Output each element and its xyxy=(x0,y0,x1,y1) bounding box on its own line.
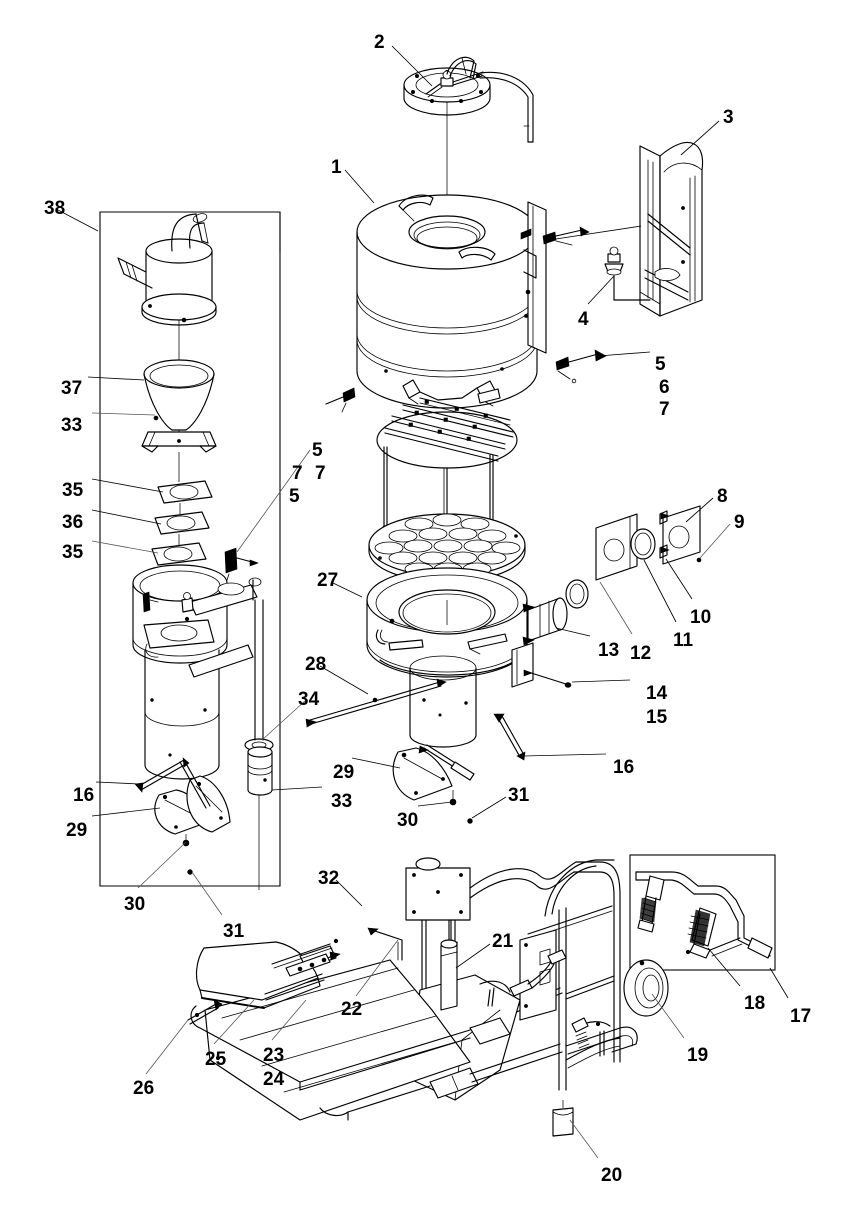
callout-7-upper: 7 xyxy=(659,399,670,420)
callout-7-mid-a: 7 xyxy=(292,463,303,484)
callout-19: 19 xyxy=(687,1045,709,1066)
part-28-tie-rod xyxy=(305,678,447,728)
callout-34: 34 xyxy=(298,689,320,710)
part-21-gas-strut xyxy=(440,919,458,1011)
callout-12: 12 xyxy=(630,643,652,664)
callout-28: 28 xyxy=(305,654,327,675)
tray-group-23-26 xyxy=(187,938,341,1025)
part-19-wheel-ring xyxy=(623,959,669,1017)
callout-27: 27 xyxy=(317,570,339,591)
part-37-funnel xyxy=(141,359,217,482)
callout-17: 17 xyxy=(790,1006,812,1027)
part-29-deflector-center xyxy=(392,744,475,801)
callout-36: 36 xyxy=(62,512,84,533)
callout-1: 1 xyxy=(331,157,342,178)
callout-35-lower: 35 xyxy=(62,542,84,563)
callout-18: 18 xyxy=(744,993,766,1014)
callout-23: 23 xyxy=(263,1045,285,1066)
callout-16-right: 16 xyxy=(613,757,635,778)
callout-9: 9 xyxy=(734,512,745,533)
callout-2: 2 xyxy=(374,32,385,53)
part-29-deflector-left xyxy=(154,759,231,835)
spring-coil-center xyxy=(687,909,711,947)
callout-38: 38 xyxy=(44,198,66,219)
callout-33-spacer: 33 xyxy=(331,791,353,812)
callout-25: 25 xyxy=(205,1049,227,1070)
hardware-5-7-left-lower xyxy=(325,387,356,413)
hardware-14-15-pin xyxy=(523,669,572,688)
callout-33-funnel: 33 xyxy=(61,415,83,436)
hardware-5-6-7-lower-right xyxy=(555,349,607,384)
callout-7-mid-b: 7 xyxy=(315,463,326,484)
callout-5-upper: 5 xyxy=(655,354,666,375)
part-22-rod-linkage xyxy=(367,927,403,961)
spring-coil-left xyxy=(639,897,657,923)
inset-box-left-panel xyxy=(99,211,281,887)
callout-31-center: 31 xyxy=(508,785,530,806)
hardware-30-31-left xyxy=(182,834,193,875)
callout-20: 20 xyxy=(601,1165,623,1186)
left-panel-bowl-stack xyxy=(132,564,262,780)
callout-13: 13 xyxy=(598,640,620,661)
callout-8: 8 xyxy=(717,486,728,507)
callout-21: 21 xyxy=(492,931,514,952)
part-27-lower-bowl xyxy=(366,567,568,748)
hardware-5-7-bowl-rim xyxy=(224,547,259,584)
hardware-4-knob xyxy=(604,246,651,301)
parts-35-36-35-plates xyxy=(151,480,213,580)
callout-14: 14 xyxy=(646,683,668,704)
part-2-lid-assembly xyxy=(403,56,534,143)
callout-29-center: 29 xyxy=(333,762,355,783)
sight-glass-group xyxy=(565,505,702,609)
callout-6: 6 xyxy=(659,377,670,398)
callout-15: 15 xyxy=(646,707,668,728)
part-20-tab-bracket xyxy=(552,1100,574,1137)
hardware-5-6-7-upper-right xyxy=(542,226,590,246)
callout-11: 11 xyxy=(673,630,694,651)
callout-22: 22 xyxy=(341,999,363,1020)
callout-29-left: 29 xyxy=(66,820,88,841)
part-16-bolt-right xyxy=(493,713,526,761)
callout-24: 24 xyxy=(263,1069,285,1090)
callout-31-left: 31 xyxy=(223,921,245,942)
inset-box-right-panel xyxy=(629,854,776,971)
cart-frame-assembly xyxy=(190,857,638,1121)
callout-10: 10 xyxy=(690,607,712,628)
callout-4: 4 xyxy=(578,309,589,330)
part-1-main-drum xyxy=(356,194,547,409)
hardware-30-31-center xyxy=(449,790,473,824)
part-grid-rack xyxy=(376,388,518,541)
part-34-spacer xyxy=(244,599,274,890)
callout-32: 32 xyxy=(318,868,340,889)
callout-30-center: 30 xyxy=(397,810,419,831)
callout-3: 3 xyxy=(723,107,734,128)
callout-35-upper: 35 xyxy=(62,480,84,501)
spring-coil-pedal xyxy=(575,1031,590,1049)
part-17-handle-lever xyxy=(635,871,773,959)
callout-5-mid-a: 5 xyxy=(312,440,323,461)
callout-5-mid-b: 5 xyxy=(289,486,300,507)
callout-26: 26 xyxy=(133,1078,155,1099)
callout-30-left: 30 xyxy=(124,894,146,915)
callout-37: 37 xyxy=(61,378,83,399)
part-3-shroud-panel xyxy=(535,141,704,317)
leader-lines xyxy=(57,45,789,1159)
callout-16-left: 16 xyxy=(73,785,95,806)
part-38-cyclone-head xyxy=(117,213,217,360)
